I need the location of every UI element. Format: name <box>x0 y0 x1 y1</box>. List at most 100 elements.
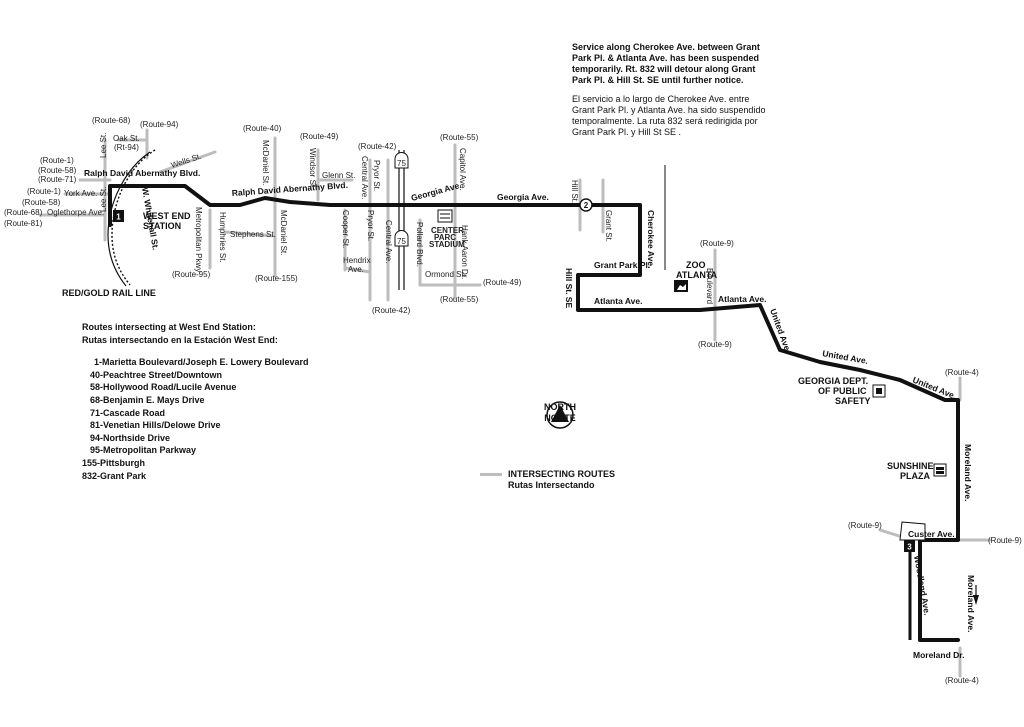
label-sunshine: SUNSHINE <box>887 461 934 471</box>
label-route-58-b: (Route-58) <box>22 198 61 207</box>
label-gdps-2: OF PUBLIC <box>818 386 867 396</box>
label-plaza: PLAZA <box>900 471 930 481</box>
label-metro-pkwy: Metropolitan Pkwy <box>194 207 203 272</box>
label-route-58-a: (Route-58) <box>38 166 77 175</box>
svg-text:2: 2 <box>584 201 589 210</box>
route-list-item: 81-Venetian Hills/Delowe Drive <box>90 420 221 431</box>
label-rt-94: (Rt-94) <box>114 143 139 152</box>
label-atlanta-1: Atlanta Ave. <box>594 296 643 306</box>
label-hill-st-2: Hill St. SE <box>564 268 574 308</box>
north-arrow-icon <box>546 401 574 429</box>
label-georgia-2: Georgia Ave. <box>497 192 549 202</box>
label-lee-st-2: Lee St. <box>99 187 108 212</box>
label-pryor-1: Pryor St. <box>372 160 381 191</box>
label-route-49-a: (Route-49) <box>300 132 339 141</box>
intersecting-routes-list: Routes intersecting at West End Station:… <box>82 321 342 482</box>
label-rdab-2: Ralph David Abernathy Blvd. <box>231 180 348 198</box>
label-oglethorpe-ave: Oglethorpe Ave. <box>47 208 104 217</box>
label-west-end-2: STATION <box>143 221 181 231</box>
intersecting-streets <box>38 128 992 678</box>
label-grant-st: Grant St. <box>604 210 613 242</box>
label-route-40: (Route-40) <box>243 124 282 133</box>
label-zoo: ZOO <box>686 260 706 270</box>
label-gdps-3: SAFETY <box>835 396 871 406</box>
route-list-item: 40-Peachtree Street/Downtown <box>90 369 223 380</box>
compass-north: NORTH <box>544 402 576 412</box>
label-grant-park-pl: Grant Park Pl. <box>594 260 650 270</box>
label-humphries: Humphries St. <box>218 212 227 263</box>
label-pryor-2: Pryor St. <box>366 210 375 241</box>
timepoint-2: 2 <box>579 198 593 212</box>
route-list-item: 832-Grant Park <box>82 470 147 481</box>
legend: INTERSECTING ROUTES Rutas Intersectando <box>480 469 615 491</box>
rail-line <box>111 149 156 286</box>
notice-english: Service along Cherokee Ave. between Gran… <box>572 42 760 85</box>
label-route-94: (Route-94) <box>140 120 179 129</box>
label-gdps-1: GEORGIA DEPT. <box>798 376 868 386</box>
legend-swatch <box>480 473 502 477</box>
label-parc: PARC <box>434 233 456 242</box>
label-route-42-a: (Route-42) <box>358 142 397 151</box>
svg-text:3: 3 <box>907 543 912 552</box>
label-route-9-b: (Route-9) <box>698 340 732 349</box>
label-cooper: Cooper St. <box>341 210 350 248</box>
interstate-shield-bottom: 75 <box>397 237 406 246</box>
timepoint-1: 1 <box>113 210 124 222</box>
label-central-2: Central Ave. <box>384 220 393 263</box>
route-list-item: 58-Hollywood Road/Lucile Avenue <box>90 382 237 393</box>
label-route-155: (Route-155) <box>255 274 298 283</box>
compass-norte: NORTE <box>544 413 576 423</box>
route-list-item: 155-Pittsburgh <box>82 457 146 468</box>
custer-flag-icon <box>899 521 926 541</box>
label-route-4-a: (Route-4) <box>945 368 979 377</box>
label-route-9-c: (Route-9) <box>848 521 882 530</box>
label-moreland-dr: Moreland Dr. <box>913 650 964 660</box>
label-hill-st-1: Hill St. <box>570 180 579 203</box>
label-route-1-a: (Route-1) <box>40 156 74 165</box>
label-rdab-1: Ralph David Abernathy Blvd. <box>84 168 200 178</box>
label-hendrix-2: Ave. <box>348 265 364 274</box>
label-west-end-1: WEST END <box>143 211 191 221</box>
timepoint-3: 3 <box>904 540 915 552</box>
route-list-item: 95-Metropolitan Parkway <box>90 445 197 456</box>
label-route-55-a: (Route-55) <box>440 133 479 142</box>
route-832-path <box>108 184 960 642</box>
label-route-95: (Route-95) <box>172 270 211 279</box>
routes-title-en: Routes intersecting at West End Station: <box>82 322 256 332</box>
routes-title-es: Rutas intersectando en la Estación West … <box>82 334 278 345</box>
label-ormond: Ormond St. <box>425 270 466 279</box>
label-hank-aaron: Hank Aaron Dr. <box>460 225 469 279</box>
label-woodland: Woodland Ave. <box>912 555 932 616</box>
label-route-68-b: (Route-68) <box>4 208 43 217</box>
label-moreland-2: Moreland Ave. <box>966 575 976 632</box>
label-stadium: STADIUM <box>429 240 465 249</box>
svg-text:1: 1 <box>116 213 121 222</box>
sunshine-plaza-icon <box>933 463 947 477</box>
route-list-item: 68-Benjamin E. Mays Drive <box>90 394 205 405</box>
legend-line-2: Rutas Intersectando <box>508 480 595 490</box>
label-central-1: Central Ave. <box>360 156 369 199</box>
rail-line-outer <box>107 151 151 287</box>
label-atlanta-zoo: ATLANTA <box>676 270 718 280</box>
label-glenn: Glenn St. <box>322 171 355 180</box>
label-route-1-b: (Route-1) <box>27 187 61 196</box>
label-capitol: Capitol Ave. <box>458 148 467 191</box>
label-route-81: (Route-81) <box>4 219 43 228</box>
label-boulevard: Boulevard <box>705 268 714 304</box>
label-center: CENTER <box>431 226 464 235</box>
label-route-42-b: (Route-42) <box>372 306 411 315</box>
label-route-68-a: (Route-68) <box>92 116 131 125</box>
label-moreland-1: Moreland Ave. <box>963 444 973 501</box>
legend-line-1: INTERSECTING ROUTES <box>508 469 616 479</box>
label-mcdaniel-1: McDaniel St. <box>261 140 270 185</box>
interstate-shield-top: 75 <box>397 159 406 168</box>
zoo-icon <box>674 280 688 292</box>
service-notice: Service along Cherokee Ave. between Gran… <box>572 42 772 138</box>
label-cherokee: Cherokee Ave. <box>646 210 656 268</box>
label-custer: Custer Ave. <box>908 529 955 539</box>
label-oak-st: Oak St. <box>113 134 140 143</box>
label-york-ave: York Ave. <box>64 189 97 198</box>
label-route-9-d: (Route-9) <box>988 536 1022 545</box>
route-list-item: 71-Cascade Road <box>90 407 166 418</box>
